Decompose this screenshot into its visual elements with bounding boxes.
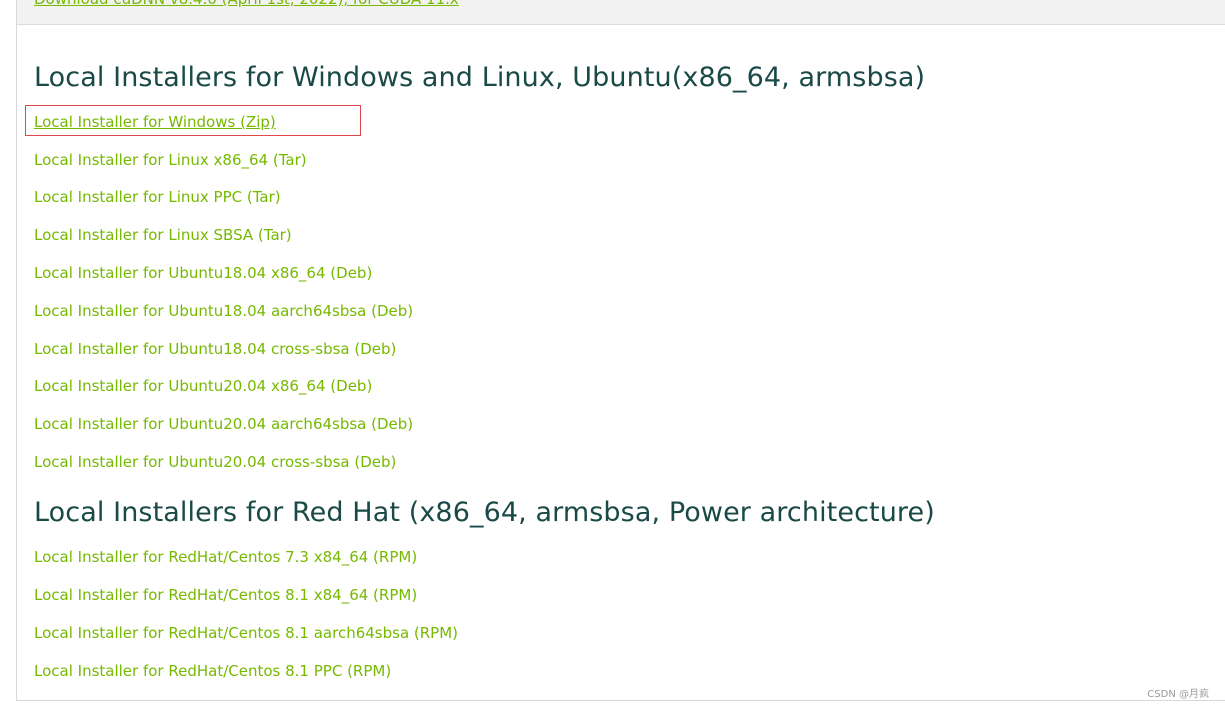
heading-windows-linux-ubuntu: Local Installers for Windows and Linux, …	[34, 62, 926, 93]
previous-release-strip: Download cuDNN v8.4.0 (April 1st, 2022),…	[17, 0, 1225, 25]
link-ubuntu2004-aarch64sbsa-deb[interactable]: Local Installer for Ubuntu20.04 aarch64s…	[34, 415, 414, 433]
link-redhat-81-aarch64sbsa-rpm[interactable]: Local Installer for RedHat/Centos 8.1 aa…	[34, 624, 459, 642]
link-linux-ppc-tar[interactable]: Local Installer for Linux PPC (Tar)	[34, 188, 281, 206]
watermark-text: CSDN @月疯	[1147, 689, 1209, 700]
link-redhat-81-x86-64-rpm[interactable]: Local Installer for RedHat/Centos 8.1 x8…	[34, 586, 418, 604]
previous-release-link[interactable]: Download cuDNN v8.4.0 (April 1st, 2022),…	[34, 0, 459, 8]
selection-highlight-box	[25, 105, 361, 136]
link-redhat-73-x86-64-rpm[interactable]: Local Installer for RedHat/Centos 7.3 x8…	[34, 548, 418, 566]
link-ubuntu2004-cross-sbsa-deb[interactable]: Local Installer for Ubuntu20.04 cross-sb…	[34, 453, 397, 471]
link-ubuntu1804-cross-sbsa-deb[interactable]: Local Installer for Ubuntu18.04 cross-sb…	[34, 340, 397, 358]
link-windows-zip[interactable]: Local Installer for Windows (Zip)	[34, 113, 276, 131]
content-panel: Download cuDNN v8.4.0 (April 1st, 2022),…	[16, 0, 1225, 701]
link-ubuntu1804-aarch64sbsa-deb[interactable]: Local Installer for Ubuntu18.04 aarch64s…	[34, 302, 414, 320]
link-linux-sbsa-tar[interactable]: Local Installer for Linux SBSA (Tar)	[34, 226, 292, 244]
link-ubuntu2004-x86-64-deb[interactable]: Local Installer for Ubuntu20.04 x86_64 (…	[34, 377, 373, 395]
heading-red-hat: Local Installers for Red Hat (x86_64, ar…	[34, 497, 935, 528]
link-redhat-81-ppc-rpm[interactable]: Local Installer for RedHat/Centos 8.1 PP…	[34, 662, 392, 680]
link-ubuntu1804-x86-64-deb[interactable]: Local Installer for Ubuntu18.04 x86_64 (…	[34, 264, 373, 282]
link-linux-x86-64-tar[interactable]: Local Installer for Linux x86_64 (Tar)	[34, 151, 307, 169]
